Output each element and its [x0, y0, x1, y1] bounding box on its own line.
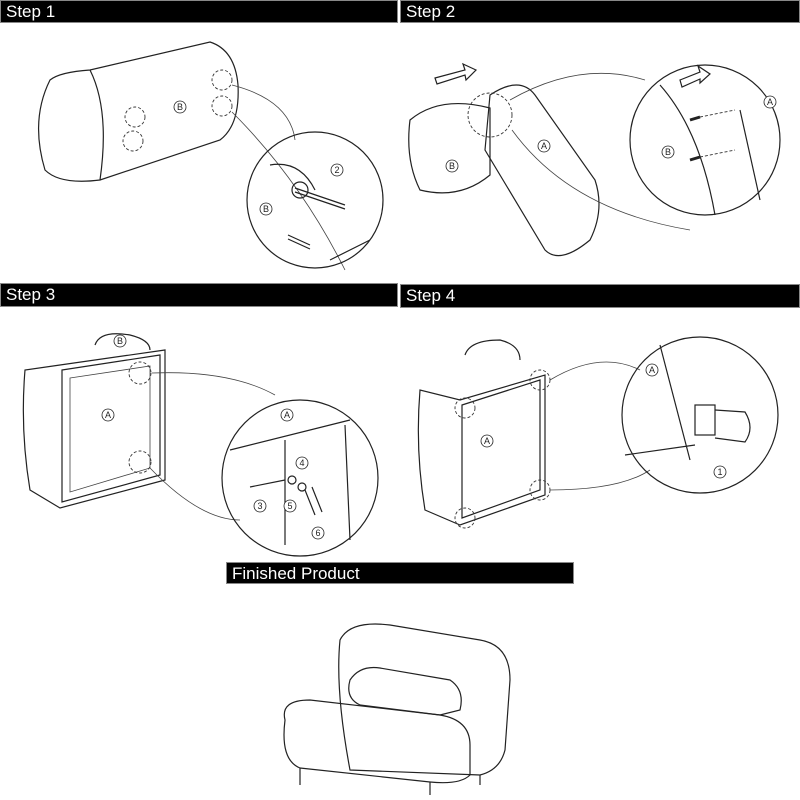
step-2-header: Step 2	[400, 0, 800, 23]
svg-text:5: 5	[287, 501, 292, 511]
svg-text:2: 2	[334, 165, 339, 175]
svg-text:A: A	[767, 97, 773, 107]
label-a-step4: A	[480, 434, 494, 448]
label-2-step1: 2	[330, 163, 344, 177]
svg-text:6: 6	[315, 528, 320, 538]
step-1-header: Step 1	[0, 0, 398, 23]
svg-text:A: A	[484, 436, 490, 446]
step-2-illustration	[408, 62, 781, 257]
label-b-step1: B	[173, 100, 187, 114]
svg-text:B: B	[177, 102, 183, 112]
step-4-illustration	[417, 336, 779, 529]
svg-text:A: A	[649, 365, 655, 375]
svg-text:3: 3	[257, 501, 262, 511]
label-a-step3-detail: A	[280, 408, 294, 422]
finished-product-illustration	[283, 623, 511, 795]
label-1: 1	[713, 465, 727, 479]
svg-text:B: B	[117, 336, 123, 346]
svg-text:1: 1	[717, 467, 722, 477]
label-4: 4	[295, 456, 309, 470]
svg-text:B: B	[263, 204, 269, 214]
finished-product-header: Finished Product	[226, 562, 574, 584]
label-a-step4-detail: A	[645, 363, 659, 377]
label-3: 3	[253, 499, 267, 513]
label-6: 6	[311, 526, 325, 540]
svg-text:B: B	[449, 161, 455, 171]
label-5: 5	[283, 499, 297, 513]
label-a-step2-detail: A	[763, 95, 777, 109]
part-labels: B B 2 B A B A B A A 3 4 5 6 A A 1	[101, 95, 777, 540]
step-3-header: Step 3	[0, 283, 398, 307]
svg-text:A: A	[541, 141, 547, 151]
label-b-step2: B	[445, 159, 459, 173]
step-1-illustration	[38, 41, 384, 271]
svg-text:A: A	[284, 410, 290, 420]
step-4-header: Step 4	[400, 284, 800, 308]
svg-text:4: 4	[299, 458, 304, 468]
label-a-step3: A	[101, 408, 115, 422]
label-b-step1-detail: B	[259, 202, 273, 216]
label-a-step2: A	[537, 139, 551, 153]
svg-text:A: A	[105, 410, 111, 420]
label-b-step2-detail: B	[661, 145, 675, 159]
svg-text:B: B	[665, 147, 671, 157]
step-3-illustration	[22, 333, 379, 557]
label-b-step3: B	[113, 334, 127, 348]
